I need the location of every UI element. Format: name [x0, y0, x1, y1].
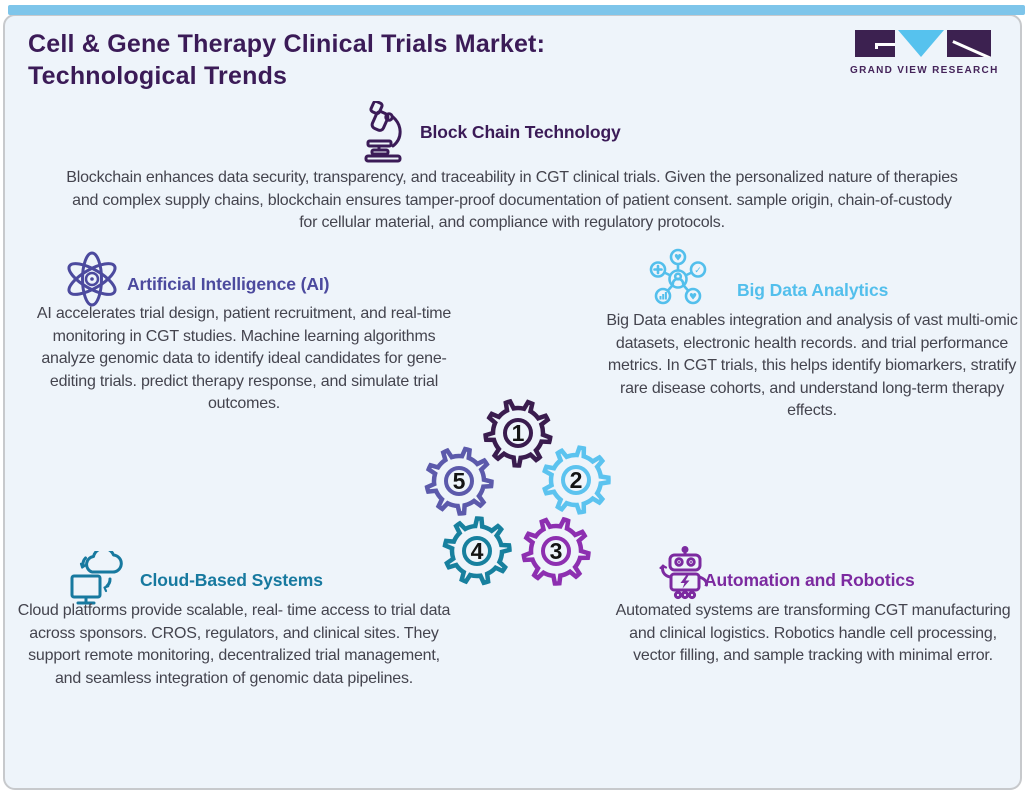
gear-3: 3: [521, 515, 593, 588]
gear-4: 4: [443, 515, 513, 586]
gear-2-number: 2: [570, 467, 583, 493]
section-text-blockchain: Blockchain enhances data security, trans…: [66, 169, 958, 231]
gear-5-number: 5: [453, 468, 466, 494]
cloud-computer-icon: [70, 551, 123, 605]
page-title-line2: Technological Trends: [28, 62, 288, 90]
logo-g-stub: [875, 43, 878, 49]
logo-g-line: [875, 43, 895, 46]
section-text-cloud: Cloud platforms provide scalable, real- …: [17, 602, 451, 687]
section-title-bigdata: Big Data Analytics: [737, 280, 889, 300]
page-title: Cell & Gene Therapy Clinical Trials Mark…: [28, 28, 545, 92]
gears-cluster: 1 2 3 4 5: [400, 385, 630, 605]
robot-icon: [659, 546, 709, 600]
atom-icon: [67, 251, 117, 307]
logo-wordmark: GRAND VIEW RESEARCH: [850, 65, 999, 76]
logo-r-line: [952, 40, 991, 57]
logo-marks: [850, 30, 996, 58]
network-nodes-icon: ♥ ✓ ♥: [649, 248, 707, 305]
gear-2: 2: [545, 448, 609, 513]
logo-v-triangle: [898, 30, 944, 57]
grand-view-research-logo: GRAND VIEW RESEARCH: [850, 30, 999, 76]
gear-1-number: 1: [512, 420, 525, 446]
logo-g-block: [855, 30, 895, 57]
svg-text:✓: ✓: [694, 266, 702, 276]
gear-3-number: 3: [550, 538, 563, 564]
section-title-cloud: Cloud-Based Systems: [140, 570, 323, 590]
svg-text:♥: ♥: [689, 292, 697, 302]
section-text-automation: Automated systems are transforming CGT m…: [615, 602, 1011, 664]
top-accent-bar: [8, 5, 1025, 15]
section-title-ai: Artificial Intelligence (AI): [127, 274, 330, 294]
page-title-line1: Cell & Gene Therapy Clinical Trials Mark…: [28, 30, 546, 58]
svg-text:♥: ♥: [674, 253, 682, 263]
section-text-ai: AI accelerates trial design, patient rec…: [36, 305, 452, 412]
microscope-icon: [364, 101, 402, 163]
logo-r-block: [947, 30, 991, 57]
section-title-automation: Automation and Robotics: [704, 570, 915, 590]
gear-5: 5: [425, 446, 494, 516]
section-title-blockchain: Block Chain Technology: [420, 122, 621, 142]
gear-1: 1: [481, 395, 557, 471]
section-text-bigdata: Big Data enables integration and analysi…: [606, 312, 1018, 419]
gear-4-number: 4: [471, 538, 484, 564]
